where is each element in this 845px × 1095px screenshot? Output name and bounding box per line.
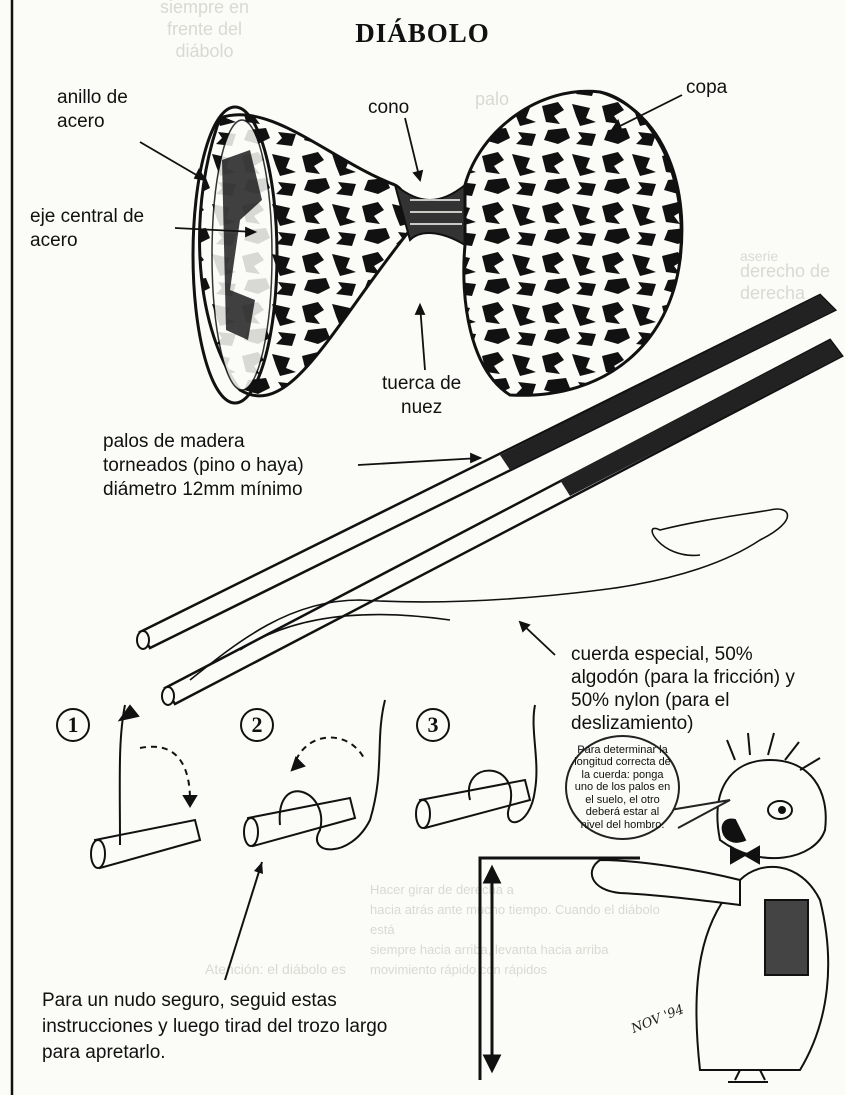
label-eje: eje central de acero xyxy=(30,205,144,253)
label-cuerda: cuerda especial, 50% algodón (para la fr… xyxy=(571,643,795,735)
speech-bubble-text: Para determinar la longitud correcta de … xyxy=(574,744,672,832)
knot-step-1 xyxy=(91,705,200,868)
page-title: DIÁBOLO xyxy=(0,18,845,49)
label-tuerca: tuerca de nuez xyxy=(382,372,461,420)
step-2-badge: 2 xyxy=(240,708,274,742)
diabolo-left-cup xyxy=(193,107,410,403)
label-cono: cono xyxy=(368,96,409,120)
label-anillo: anillo de acero xyxy=(57,86,128,134)
step-3-badge: 3 xyxy=(416,708,450,742)
diabolo-right-cup xyxy=(464,91,682,395)
speech-bubble: Para determinar la longitud correcta de … xyxy=(565,735,680,840)
knot-pointer-arrow xyxy=(225,862,262,980)
knot-instructions: Para un nudo seguro, seguid estas instru… xyxy=(42,988,402,1066)
label-copa: copa xyxy=(686,76,727,100)
label-palos: palos de madera torneados (pino o haya) … xyxy=(103,430,304,502)
step-1-badge: 1 xyxy=(56,708,90,742)
